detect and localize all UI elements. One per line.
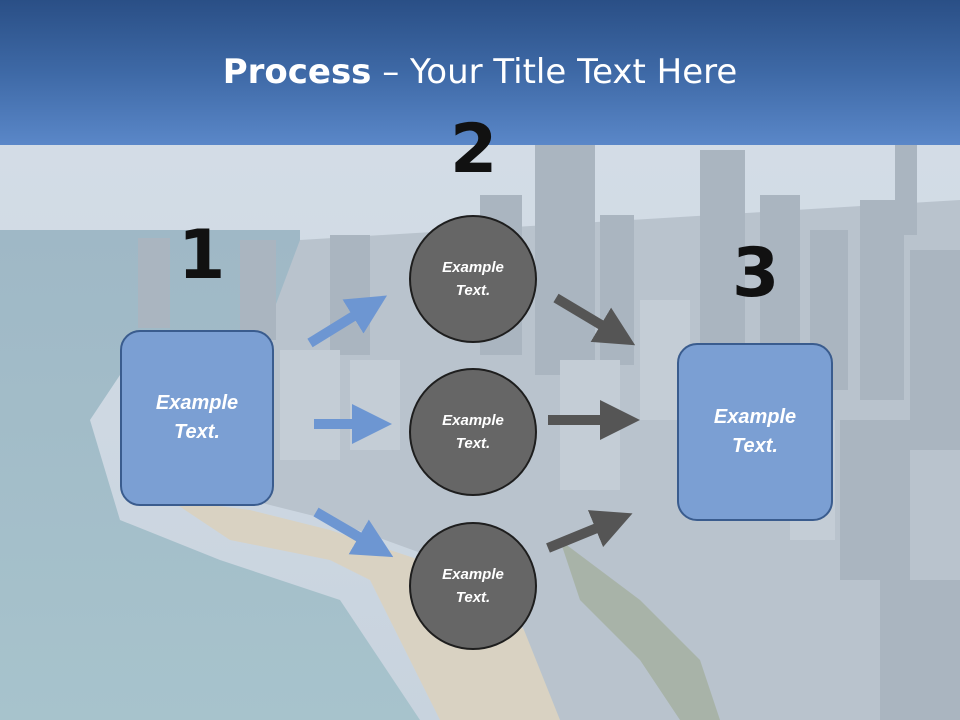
circle-2-line2: Text. xyxy=(455,435,491,452)
slide-title: Process – Your Title Text Here xyxy=(0,52,960,92)
step-number-3: 3 xyxy=(732,234,780,313)
right-box-line1: Example xyxy=(713,406,797,428)
left-box-line1: Example xyxy=(155,392,239,414)
left-box-line2: Text. xyxy=(174,421,220,443)
circle-3-line2: Text. xyxy=(455,589,491,606)
right-box-line2: Text. xyxy=(732,435,778,457)
title-bold: Process xyxy=(222,52,372,92)
circle-2-line1: Example xyxy=(442,412,504,429)
arrow-from-circle-1 xyxy=(553,293,636,346)
circle-1-line1: Example xyxy=(442,259,504,276)
circle-1-line2: Text. xyxy=(455,282,491,299)
arrow-to-circle-3 xyxy=(313,507,394,558)
arrow-from-circle-3 xyxy=(546,510,633,553)
circle-3-line1: Example xyxy=(442,566,504,583)
arrow-to-circle-1 xyxy=(307,295,388,348)
title-bar: Process – Your Title Text Here xyxy=(0,0,960,145)
step-number-2: 2 xyxy=(450,110,498,189)
title-rest: – Your Title Text Here xyxy=(371,52,738,92)
step-number-1: 1 xyxy=(178,216,226,295)
